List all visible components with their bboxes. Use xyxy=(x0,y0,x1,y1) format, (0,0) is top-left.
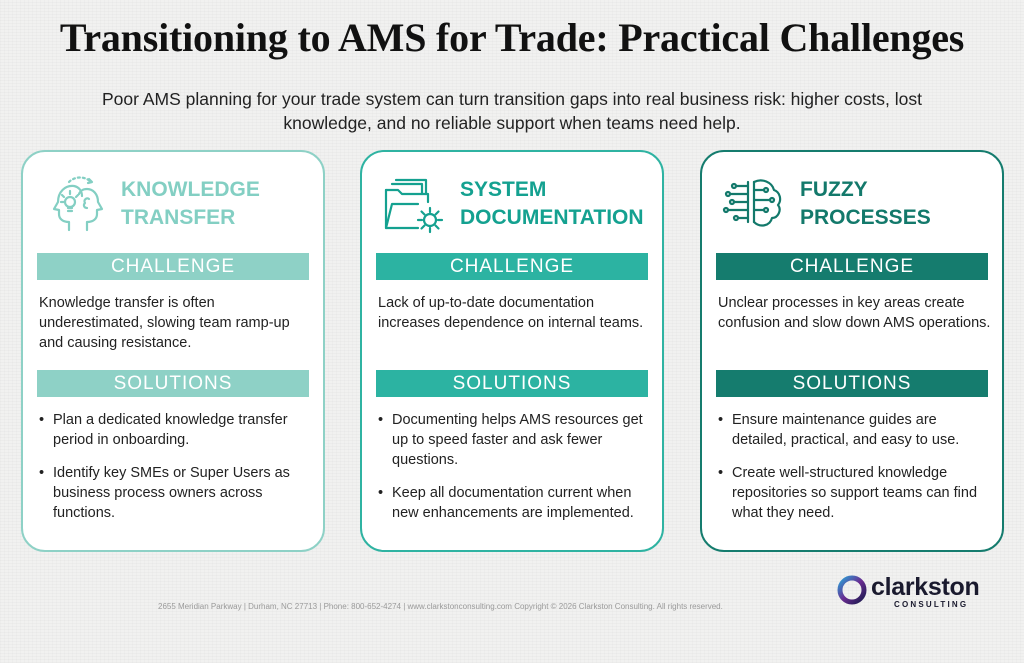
solution-item: Identify key SMEs or Super Users as busi… xyxy=(39,463,315,523)
solutions-list: Documenting helps AMS resources get up t… xyxy=(378,410,654,536)
solutions-list: Plan a dedicated knowledge transfer peri… xyxy=(39,410,315,536)
card-title: SYSTEM DOCUMENTATION xyxy=(460,178,644,229)
card-title: FUZZY PROCESSES xyxy=(800,178,931,229)
logo-wordmark: clarkston xyxy=(871,573,980,601)
solutions-header: SOLUTIONS xyxy=(716,370,988,397)
page-subtitle: Poor AMS planning for your trade system … xyxy=(102,89,922,133)
card-title: KNOWLEDGE TRANSFER xyxy=(121,178,260,229)
knowledge-transfer-icon xyxy=(52,176,104,232)
solution-item: Create well-structured knowledge reposit… xyxy=(718,463,994,523)
card-fuzzy-processes: FUZZY PROCESSES CHALLENGE Unclear proces… xyxy=(700,150,1004,552)
solutions-header: SOLUTIONS xyxy=(37,370,309,397)
solutions-list: Ensure maintenance guides are detailed, … xyxy=(718,410,994,536)
footer-contact: 2655 Meridian Parkway | Durham, NC 27713… xyxy=(158,602,723,611)
challenge-header: CHALLENGE xyxy=(716,253,988,280)
logo-subtext: CONSULTING xyxy=(894,600,969,609)
challenge-text: Lack of up-to-date documentation increas… xyxy=(378,295,644,331)
page-title: Transitioning to AMS for Trade: Practica… xyxy=(59,15,965,60)
solutions-header: SOLUTIONS xyxy=(376,370,648,397)
clarkston-logo: clarkston CONSULTING xyxy=(836,572,1008,612)
solution-item: Ensure maintenance guides are detailed, … xyxy=(718,410,994,450)
solution-item: Plan a dedicated knowledge transfer peri… xyxy=(39,410,315,450)
card-system-documentation: SYSTEM DOCUMENTATION CHALLENGE Lack of u… xyxy=(360,150,664,552)
challenge-text: Unclear processes in key areas create co… xyxy=(718,295,991,331)
solution-item: Keep all documentation current when new … xyxy=(378,483,654,523)
logo-ring-icon xyxy=(837,575,867,605)
solution-item: Documenting helps AMS resources get up t… xyxy=(378,410,654,470)
documentation-gear-icon xyxy=(384,178,444,234)
challenge-header: CHALLENGE xyxy=(376,253,648,280)
challenge-header: CHALLENGE xyxy=(37,253,309,280)
card-knowledge-transfer: KNOWLEDGE TRANSFER CHALLENGE Knowledge t… xyxy=(21,150,325,552)
challenge-text: Knowledge transfer is often underestimat… xyxy=(39,295,290,351)
brain-circuit-icon xyxy=(722,179,782,227)
